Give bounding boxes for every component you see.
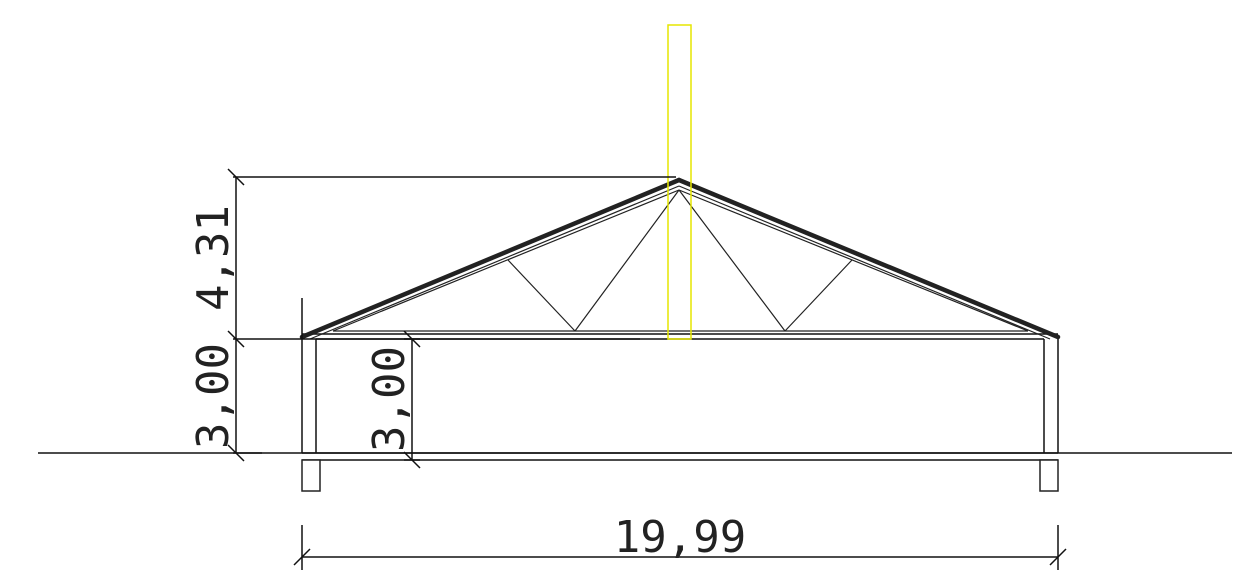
dimension-total-width-label: 19,99 — [614, 512, 746, 563]
dimension-wall-height-outer-label: 3,00 — [188, 343, 239, 449]
dimension-total-width: 19,99 — [293, 512, 1067, 570]
roof-rafters — [299, 177, 1061, 340]
foundation-post-right — [1039, 459, 1059, 492]
truss-webs — [332, 189, 1029, 332]
dimension-roof-height-label: 4,31 — [188, 205, 239, 311]
extension-lines — [233, 176, 676, 461]
wall-right — [1043, 339, 1059, 453]
dimension-wall-height-outer: 3,00 — [188, 339, 245, 462]
foundation-post-left — [301, 459, 321, 492]
wall-left — [301, 339, 317, 453]
dimension-wall-height-inner: 3,00 — [364, 330, 421, 469]
dimension-wall-height-inner-label: 3,00 — [364, 346, 415, 452]
dimension-roof-height: 4,31 — [188, 168, 245, 348]
floor-slab — [302, 452, 1058, 461]
chimney-outline — [667, 24, 692, 340]
